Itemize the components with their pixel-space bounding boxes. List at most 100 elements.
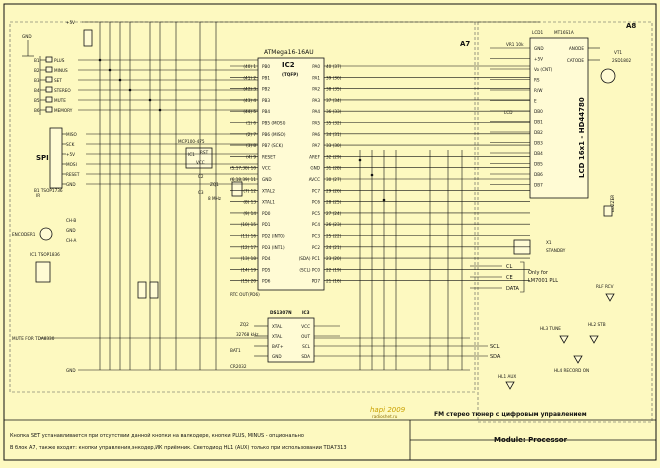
- ir-receiver: [35, 261, 51, 283]
- button-ref: B4: [34, 88, 40, 93]
- mcu-left-pin-num: (12) 17: [241, 245, 257, 250]
- mcu-right-pin-num: 25 (22): [326, 234, 342, 239]
- button-symbol: [45, 66, 53, 73]
- i2c-pin-label: SCL: [490, 344, 500, 350]
- junction-dot: [358, 158, 362, 162]
- encoder-symbol: [39, 227, 53, 241]
- mcu-right-pin-name: AREF: [309, 154, 320, 159]
- mcu-footnote: RTC OUT(PD6): [230, 292, 260, 297]
- mcu-left-pin-name: PD6: [262, 279, 271, 284]
- reset-ic-box: [185, 147, 213, 169]
- junction-dot: [158, 108, 162, 112]
- gnd-enc-label: GND: [66, 228, 76, 233]
- mcu-right-pin-name: (SDA) PC1: [299, 256, 321, 261]
- mcu-right-pin-num: 37 (34): [326, 98, 342, 103]
- lcd-box: [529, 37, 589, 199]
- mcu-right-pin-num: 39 (36): [326, 75, 342, 80]
- reset-ic-ref: IC1: [188, 152, 195, 157]
- led-rlf: RLF RCV: [596, 284, 614, 289]
- junction-dot: [108, 68, 112, 72]
- junction-dot: [118, 78, 122, 82]
- reset-ic-pin-vcc: VCC: [196, 160, 205, 165]
- mcu-right-pin-num: 27 (24): [326, 211, 342, 216]
- gnd-top-label: GND: [22, 34, 32, 39]
- mcu-right-pin-num: 30 (27): [326, 177, 342, 182]
- junction-dot: [148, 98, 152, 102]
- button-ref: B6: [34, 108, 40, 113]
- mcu-right-pin-num: 34 (31): [326, 132, 342, 137]
- mcu-left-pin-num: (5,17,38) 10: [230, 166, 256, 171]
- jumper: [83, 29, 93, 47]
- led-hl1: HL1 AUX: [498, 374, 516, 379]
- spi-pin-label: SCK: [66, 142, 75, 147]
- mcu-right-pin-name: PA7: [312, 143, 320, 148]
- junction-dot: [382, 198, 386, 202]
- button-ref: B2: [34, 68, 40, 73]
- mcu-right-pin-num: 32 (29): [326, 154, 342, 159]
- spi-connector: [49, 127, 63, 189]
- mcu-right-pin-num: 36 (33): [326, 109, 342, 114]
- spi-label: SPI: [36, 154, 49, 162]
- button-ref: B5: [34, 98, 40, 103]
- label-a7: A7: [460, 40, 470, 48]
- logo-sub: radioshet.ru: [372, 414, 398, 419]
- ir-receiver-ref: IC1 TSOP1836: [30, 252, 60, 257]
- mcu-left-pin-name: PD0: [262, 211, 271, 216]
- lcd-pin-label: Vo (CNT): [534, 67, 553, 72]
- battery-val: CR2032: [230, 364, 247, 369]
- standby-label: STANDBY: [546, 248, 566, 253]
- mcu-left-pin-num: (15) 20: [241, 279, 257, 284]
- rtc-ref: IC3: [302, 310, 310, 315]
- mcu-left-pin-num: (41) 2: [243, 75, 256, 80]
- lcd-ref: LCD1: [532, 30, 543, 35]
- mcu-left-pin-name: PD4: [262, 256, 271, 261]
- mcu-right-pin-name: GND: [310, 166, 320, 171]
- lcd-label: LCD: [504, 110, 512, 115]
- mcu-right-pin-name: PC4: [312, 222, 320, 227]
- mcu-left-pin-name: PB5 (MOSI): [262, 121, 286, 126]
- led-hl4: HL4 RECORD ON: [554, 368, 589, 373]
- mcu-left-pin-name: RESET: [262, 154, 276, 159]
- lcd-pin-label: DB5: [534, 162, 543, 167]
- button-symbol: [45, 76, 53, 83]
- pll-pin-label: CL: [506, 264, 512, 270]
- mcu-left-pin-num: (1) 6: [246, 121, 256, 126]
- mcu-left-pin-name: XTAL1: [262, 200, 275, 205]
- mcu-right-pin-name: PA6: [312, 132, 320, 137]
- junction-dot: [98, 58, 102, 62]
- mcu-right-pin-num: 22 (19): [326, 267, 342, 272]
- mcu-left-pin-name: XTAL2: [262, 188, 275, 193]
- mcu-left-pin-num: (40) 1: [243, 64, 256, 69]
- lcd-pin-label: DB1: [534, 120, 543, 125]
- mcu-left-pin-name: PB0: [262, 64, 270, 69]
- mcu-right-pin-name: PA1: [312, 75, 320, 80]
- mcu-left-pin-name: PD5: [262, 267, 271, 272]
- lcd-pin-label: DB2: [534, 130, 543, 135]
- spi-pin-label: GND: [66, 182, 76, 187]
- mcu-right-pin-num: 21 (16): [326, 279, 342, 284]
- button-name: STEREO: [54, 88, 71, 93]
- mcu-left-pin-num: (14) 19: [241, 267, 257, 272]
- junction-dot: [370, 173, 374, 177]
- mcu-left-pin-num: (44) 5: [243, 109, 256, 114]
- led-hl3: HL3 TUNE: [540, 326, 561, 331]
- speaker-label: BUZZER: [610, 195, 615, 212]
- button-ref: B1: [34, 58, 40, 63]
- mcu-left-pin-name: PB6 (MISO): [262, 132, 286, 137]
- mcu-left-pin-num: (3) 8: [246, 143, 256, 148]
- mcu-left-pin-num: (11) 16: [241, 234, 257, 239]
- note-line-2: В блок А7, также входят: кнопки управлен…: [10, 445, 347, 451]
- a8-border: [477, 21, 653, 423]
- logo-text: hapi 2009: [370, 406, 406, 414]
- mcu-left-pin-num: (13) 18: [241, 256, 257, 261]
- crystal-freq: 8 MHz: [208, 196, 222, 201]
- mcu-left-pin-num: (42) 3: [243, 87, 256, 92]
- module-title: Module: Processor: [494, 436, 568, 444]
- mcu-left-pin-name: PD3 (INT1): [262, 245, 285, 250]
- button-name: MINUS: [54, 68, 68, 73]
- transistor-symbol: [600, 68, 616, 84]
- mcu-right-pin-num: 38 (35): [326, 87, 342, 92]
- lcd-pin-label: DB6: [534, 172, 543, 177]
- spi-pin-label: MOSI: [66, 162, 77, 167]
